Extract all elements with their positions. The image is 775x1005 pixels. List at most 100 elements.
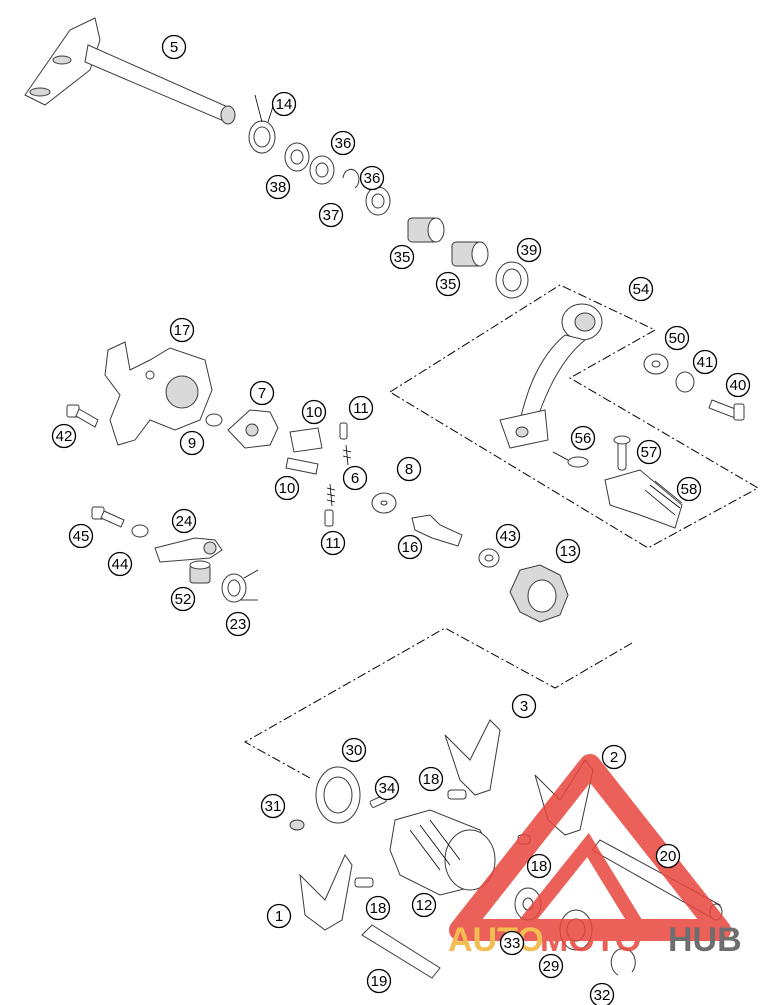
callout-number: 12 xyxy=(416,897,433,914)
part-circlip-32 xyxy=(610,947,636,976)
callout-32: 32 xyxy=(589,982,615,1005)
callout-6: 6 xyxy=(342,465,368,491)
callout-43: 43 xyxy=(495,523,521,549)
callout-number: 35 xyxy=(440,276,457,293)
callout-number: 42 xyxy=(56,428,73,445)
callout-24: 24 xyxy=(171,508,197,534)
callout-circle xyxy=(266,903,292,929)
callout-11: 11 xyxy=(320,530,346,556)
callout-circle xyxy=(725,372,751,398)
callout-circle xyxy=(511,693,537,719)
callout-14: 14 xyxy=(271,91,297,117)
part-shift-shaft xyxy=(24,17,236,125)
callout-circle xyxy=(499,930,525,956)
callout-29: 29 xyxy=(538,953,564,979)
callout-circle xyxy=(516,237,542,263)
watermark-word-moto: MOTO xyxy=(540,921,641,959)
callout-number: 43 xyxy=(500,528,517,545)
callout-circle xyxy=(271,91,297,117)
callout-34: 34 xyxy=(374,775,400,801)
callout-number: 30 xyxy=(346,742,363,759)
part-pins-springs xyxy=(324,422,352,527)
callout-36: 36 xyxy=(359,165,385,191)
callout-1: 1 xyxy=(266,903,292,929)
callout-17: 17 xyxy=(169,317,195,343)
callout-number: 41 xyxy=(697,354,714,371)
callout-number: 16 xyxy=(402,539,419,556)
lower-group-frame xyxy=(243,627,633,779)
callout-number: 17 xyxy=(174,322,191,339)
part-locking-lever-24 xyxy=(154,537,223,563)
callout-circle xyxy=(342,465,368,491)
part-shift-drum-star xyxy=(509,564,569,623)
callout-number: 36 xyxy=(364,170,381,187)
callout-37: 37 xyxy=(318,202,344,228)
callout-number: 37 xyxy=(323,207,340,224)
part-pedal-tip-58 xyxy=(604,469,683,529)
watermark-triangle xyxy=(449,754,731,941)
part-screw-31 xyxy=(289,819,305,831)
callout-circle xyxy=(301,399,327,425)
callout-circle xyxy=(366,968,392,994)
callout-57: 57 xyxy=(636,439,662,465)
callout-circle xyxy=(161,34,187,60)
callout-circle xyxy=(676,476,702,502)
callout-circle xyxy=(692,349,718,375)
callout-18: 18 xyxy=(526,853,552,879)
callout-42: 42 xyxy=(51,423,77,449)
callout-circle xyxy=(664,325,690,351)
callout-35: 35 xyxy=(435,271,461,297)
callout-number: 35 xyxy=(394,249,411,266)
callout-number: 6 xyxy=(351,470,359,487)
callout-circle xyxy=(655,843,681,869)
callout-circle xyxy=(636,439,662,465)
part-bearing-30 xyxy=(315,766,361,824)
callout-52: 52 xyxy=(170,586,196,612)
part-pin-18-a xyxy=(447,789,467,800)
callout-58: 58 xyxy=(676,476,702,502)
callout-19: 19 xyxy=(366,968,392,994)
part-stud-16 xyxy=(411,514,463,547)
part-shift-lever xyxy=(499,303,603,449)
callout-circle xyxy=(171,508,197,534)
callout-number: 50 xyxy=(669,330,686,347)
callout-circle xyxy=(411,892,437,918)
callout-circle xyxy=(330,130,356,156)
part-guide-plate xyxy=(104,341,213,446)
watermark-word-auto: AUTO xyxy=(448,921,544,959)
callout-number: 56 xyxy=(575,430,592,447)
watermark-word-hub: HUB xyxy=(668,921,742,959)
callout-36: 36 xyxy=(330,130,356,156)
callout-number: 33 xyxy=(504,935,521,952)
callout-number: 14 xyxy=(276,96,293,113)
callout-circle xyxy=(318,202,344,228)
callout-circle xyxy=(397,534,423,560)
part-spring-56 xyxy=(552,451,589,468)
callout-number: 10 xyxy=(306,404,323,421)
callout-35: 35 xyxy=(389,244,415,270)
part-return-spring xyxy=(248,94,276,154)
callout-39: 39 xyxy=(516,237,542,263)
callout-number: 1 xyxy=(275,908,283,925)
callout-number: 18 xyxy=(370,900,387,917)
callout-number: 5 xyxy=(170,39,178,56)
callout-30: 30 xyxy=(341,737,367,763)
callout-number: 23 xyxy=(230,616,247,633)
callout-circle xyxy=(274,475,300,501)
callout-44: 44 xyxy=(107,551,133,577)
callout-circle xyxy=(570,425,596,451)
callout-number: 19 xyxy=(371,973,388,990)
callout-56: 56 xyxy=(570,425,596,451)
part-fork-3 xyxy=(444,719,501,796)
callout-31: 31 xyxy=(260,793,286,819)
part-needle-bearings xyxy=(407,217,529,299)
callout-circle xyxy=(169,317,195,343)
callout-50: 50 xyxy=(664,325,690,351)
callout-33: 33 xyxy=(499,930,525,956)
callout-54: 54 xyxy=(628,276,654,302)
callout-number: 44 xyxy=(112,556,129,573)
part-washer-9 xyxy=(205,413,223,427)
part-circlip-41 xyxy=(675,371,695,393)
part-washer-50 xyxy=(643,353,669,375)
callout-circle xyxy=(179,430,205,456)
